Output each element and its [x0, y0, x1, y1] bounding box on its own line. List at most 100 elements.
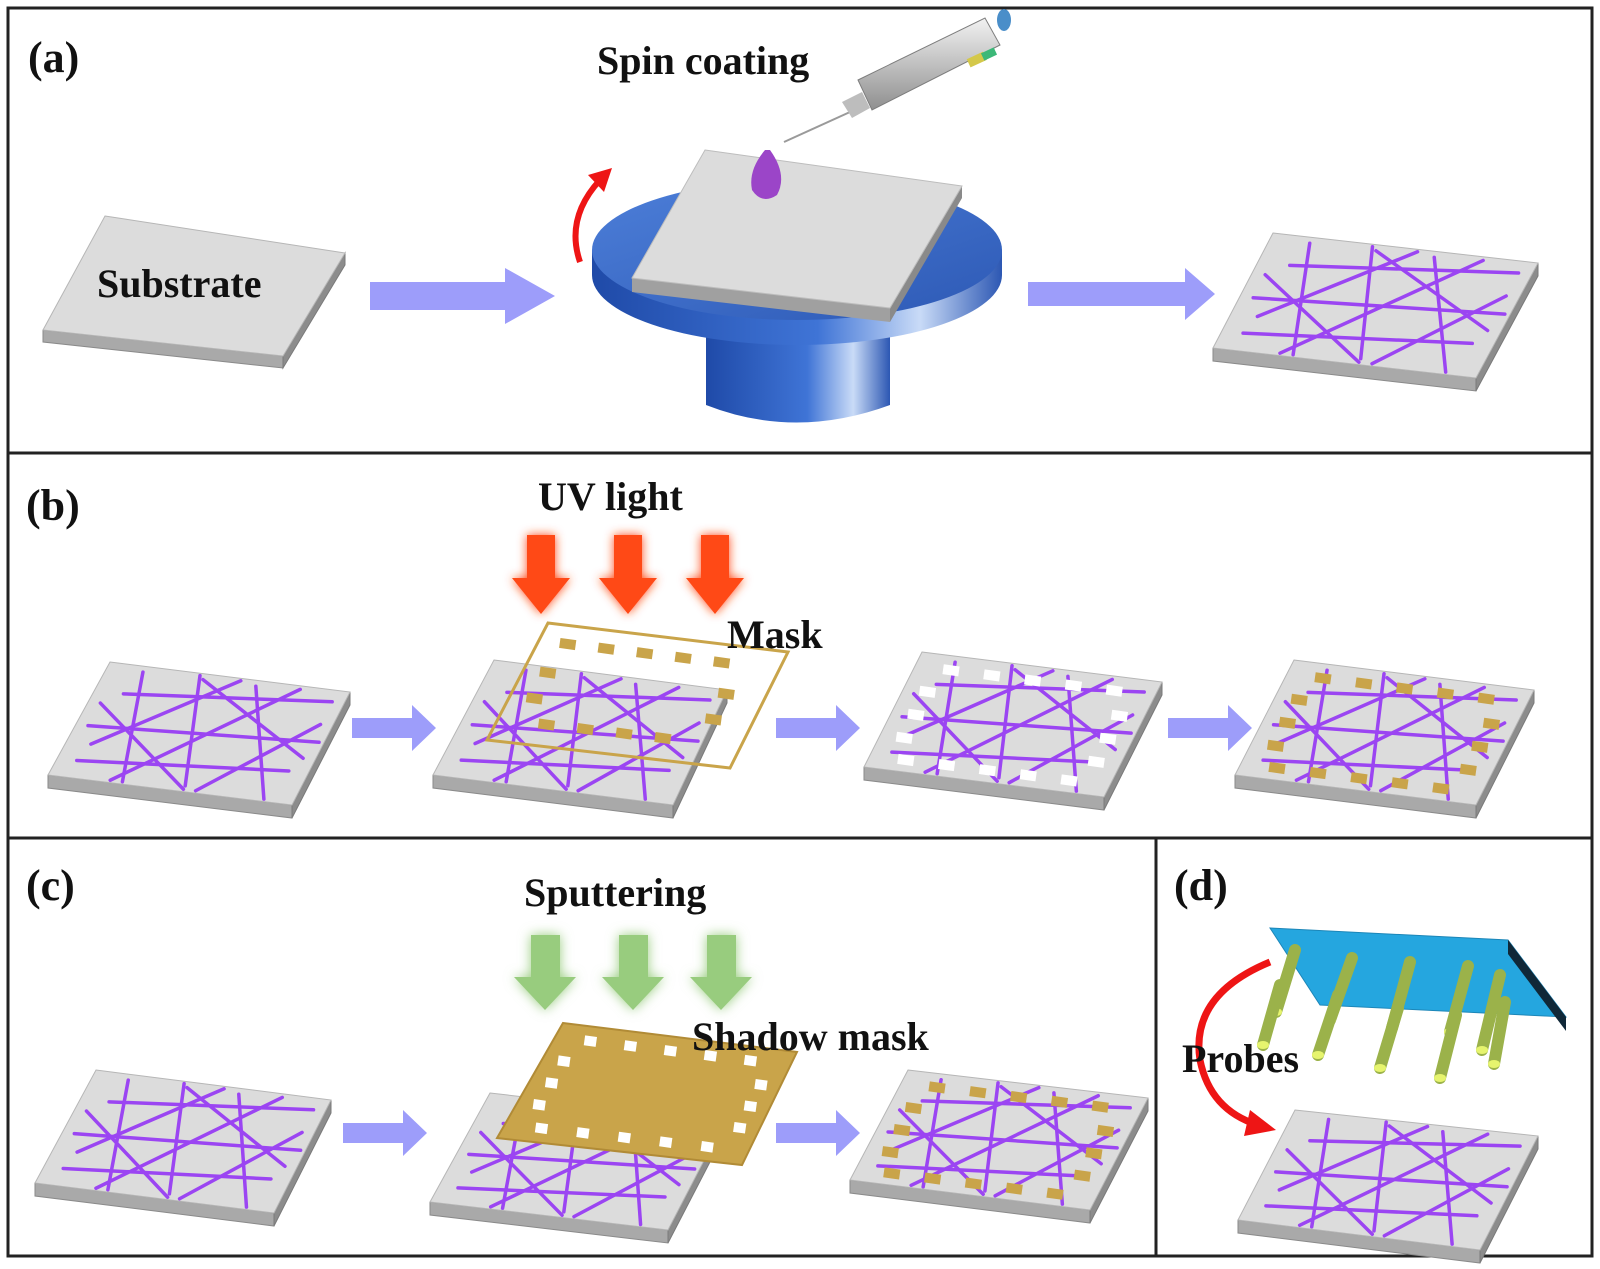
uv-arrow-2	[599, 535, 657, 614]
nanowire-7	[84, 1109, 170, 1199]
electrode-pad-3	[1395, 682, 1414, 695]
electrode-pad-8	[1350, 772, 1368, 785]
shadow-mask	[495, 1021, 799, 1167]
electrode-pad-15	[1085, 1147, 1103, 1160]
rotation-arrow-head	[588, 168, 612, 192]
electrode-pad-5	[1091, 1100, 1109, 1113]
electrode-pad-14	[1110, 709, 1129, 722]
probe-plate-top	[1269, 927, 1568, 1018]
sputtering-label: Sputtering	[524, 870, 706, 915]
flow-arrow-b2	[776, 705, 860, 751]
electrode-pad-14	[1482, 717, 1501, 730]
probe-tip-9	[1488, 1060, 1500, 1068]
shadow-mask-hole-6	[534, 1122, 549, 1135]
nanowire-5	[997, 663, 1014, 780]
nanowire-5	[983, 1081, 1000, 1193]
photomask-outline	[484, 621, 791, 770]
nanowire-5	[566, 671, 584, 788]
shadow-mask-hole-9	[659, 1136, 673, 1148]
electrode-pad-11	[918, 685, 937, 698]
electrode-pad-16	[1459, 763, 1477, 776]
probe-pin-8	[1434, 1009, 1462, 1084]
electrode-pad-1	[942, 664, 960, 677]
electrode-pad-7	[923, 1172, 942, 1185]
photomask-pad-2	[597, 642, 615, 655]
mask-label: Mask	[727, 612, 823, 657]
flow-arrow-c1	[343, 1110, 427, 1156]
probe-tip-10	[1476, 1046, 1488, 1054]
electrode-pad-2	[983, 669, 1001, 682]
uv-light-label: UV light	[538, 474, 684, 519]
nanowire-6	[633, 682, 648, 801]
nanowire-11	[1370, 294, 1508, 366]
shadow-mask-hole-14	[754, 1078, 768, 1091]
substrate-nanowires-b1	[47, 661, 351, 819]
nanowire-11	[177, 1130, 304, 1201]
nanowire-6	[1066, 674, 1079, 793]
shadow-mask-hole-10	[700, 1141, 714, 1153]
substrate-nanowires-b3	[863, 651, 1163, 811]
spin-coater-pillar	[706, 330, 890, 423]
pipette-button-yellow	[966, 51, 987, 68]
electrode-pad-6	[1268, 761, 1286, 775]
electrode-pad-15	[1471, 740, 1489, 753]
nanowire-3	[876, 1164, 1089, 1179]
electrode-pad-12	[1278, 716, 1296, 729]
photomask-pad-1	[559, 637, 577, 651]
spin-sample-edge	[890, 186, 962, 322]
pipette	[783, 9, 1011, 143]
nanowire-10	[1255, 250, 1420, 319]
probe-plate-edge	[1508, 940, 1566, 1031]
shadow-mask-hole-12	[544, 1077, 559, 1089]
sputter-arrow-3	[690, 935, 752, 1010]
nanowire-6	[1441, 1129, 1454, 1246]
nanowire-7	[1263, 273, 1361, 364]
probe-tip-5	[1257, 1041, 1269, 1049]
nanowire-9	[1278, 258, 1485, 355]
shadow-mask-hole-11	[557, 1055, 571, 1067]
flow-arrow-a1	[370, 268, 555, 324]
electrode-pad-6	[883, 1167, 901, 1180]
photomask-pad-6	[539, 666, 557, 679]
nanowire-8	[1387, 1124, 1493, 1205]
probe-pin-10	[1476, 969, 1506, 1056]
nanowire-6	[1438, 682, 1450, 801]
electrode-pad-1	[1314, 672, 1332, 685]
electrode-pad-4	[1050, 1095, 1069, 1108]
nanowire-10	[1277, 1124, 1430, 1192]
probe-lowering-arrow	[1195, 958, 1272, 1129]
probe-pin-6	[1312, 989, 1344, 1061]
panel-a: (a) Substrate	[28, 9, 1539, 423]
probes-label: Probes	[1182, 1036, 1299, 1081]
panel-c: (c) Sputtering Shadow mask	[26, 861, 1149, 1244]
probe-pin-9	[1488, 996, 1511, 1070]
electrode-pad-11	[904, 1101, 923, 1115]
electrode-pad-9	[1019, 769, 1037, 782]
electrode-pad-2	[1355, 677, 1373, 690]
photomask-pad-13	[654, 732, 672, 745]
flow-arrow-c2	[776, 1110, 860, 1156]
nanowire-8	[185, 1085, 287, 1169]
shadow-mask-hole-16	[733, 1121, 747, 1134]
panel-d-label: (d)	[1174, 861, 1228, 910]
probe-pin-7	[1374, 1002, 1404, 1074]
uv-arrow-1	[512, 535, 570, 614]
photomask-pad-5	[712, 656, 731, 669]
nanowire-6	[254, 684, 266, 801]
electrode-pad-10	[1060, 774, 1078, 787]
electrode-pad-16	[1073, 1169, 1091, 1182]
electrode-pad-10	[1046, 1187, 1064, 1200]
shadow-mask-hole-13	[532, 1099, 546, 1111]
shadow-mask-label: Shadow mask	[692, 1014, 930, 1059]
probe-arrow-head	[1244, 1110, 1276, 1136]
electrode-pad-10	[1432, 782, 1450, 795]
electrode-pad-14	[1096, 1124, 1115, 1138]
probe-pin-5	[1257, 979, 1286, 1051]
nanowire-8	[201, 677, 305, 761]
substrate-nanowires-b2	[432, 659, 728, 819]
nanowire-5	[183, 673, 202, 788]
nanowire-10	[75, 1087, 226, 1154]
probe-tip-8	[1434, 1074, 1446, 1082]
nanowire-11	[193, 722, 323, 793]
nanowire-3	[890, 750, 1103, 765]
